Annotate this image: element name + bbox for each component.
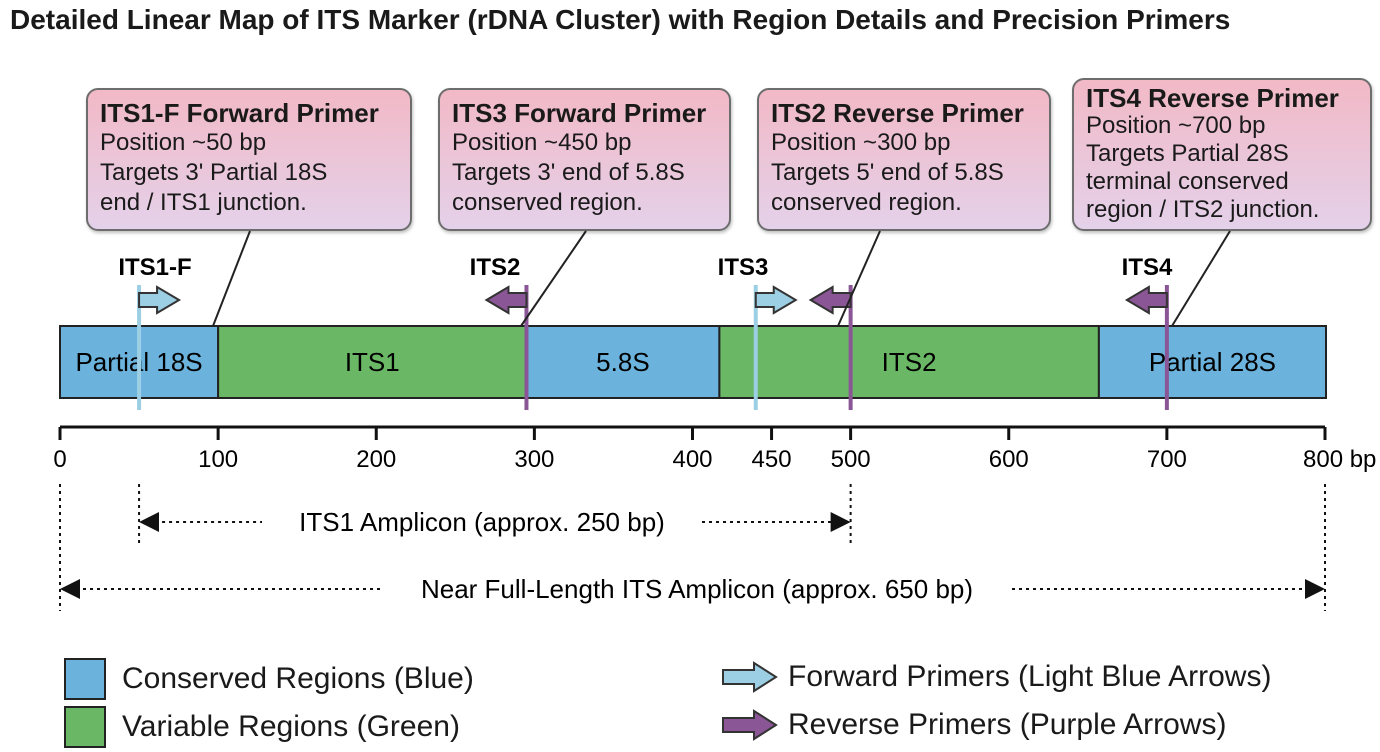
- region-label: Partial 28S: [1149, 347, 1276, 377]
- legend-forward-label: Forward Primers (Light Blue Arrows): [788, 660, 1272, 693]
- callout-its2-line: Targets 5' end of 5.8S: [771, 159, 1004, 186]
- amplicon-label: ITS1 Amplicon (approx. 250 bp): [299, 507, 665, 537]
- legend-reverse: Reverse Primers (Purple Arrows): [720, 708, 1226, 742]
- callout-its3-line: Targets 3' end of 5.8S: [452, 159, 685, 186]
- callout-its1f-line: Targets 3' Partial 18S: [100, 159, 328, 186]
- callout-its4-line: Targets Partial 28S: [1086, 140, 1289, 167]
- axis-tick-label: 800 bp: [1303, 446, 1376, 473]
- callout-its2-line: conserved region.: [771, 189, 962, 216]
- primer-label: ITS1-F: [118, 254, 191, 281]
- callout-leader-line: [520, 230, 587, 327]
- callout-its4-line: Position ~700 bp: [1086, 112, 1266, 139]
- forward-arrow-icon: [754, 285, 798, 315]
- callout-leader-line: [837, 230, 881, 327]
- amplicon-label: Near Full-Length ITS Amplicon (approx. 6…: [421, 574, 973, 604]
- region-block: [1097, 325, 1327, 399]
- axis-tick-label: 0: [53, 446, 66, 473]
- legend-reverse-label: Reverse Primers (Purple Arrows): [788, 708, 1227, 741]
- forward-arrow-icon: [138, 285, 182, 315]
- callout-its1f: ITS1-F Forward Primer Position ~50 bp Ta…: [86, 88, 412, 231]
- callout-leader-line: [212, 230, 251, 327]
- legend-conserved-swatch: [64, 658, 106, 700]
- callout-its1f-line: Position ~50 bp: [100, 129, 267, 156]
- axis-tick-label: 400: [672, 446, 712, 473]
- region-label: ITS1: [345, 347, 400, 377]
- callout-its3-head: ITS3 Forward Primer: [452, 98, 707, 128]
- region-label: ITS2: [882, 347, 937, 377]
- legend-variable-label: Variable Regions (Green): [122, 710, 460, 743]
- legend-conserved: Conserved Regions (Blue): [64, 658, 474, 700]
- callout-its2-head: ITS2 Reverse Primer: [771, 98, 1024, 128]
- callout-its2: ITS2 Reverse Primer Position ~300 bp Tar…: [757, 88, 1051, 231]
- legend-forward: Forward Primers (Light Blue Arrows): [720, 660, 1271, 694]
- callout-its4: ITS4 Reverse Primer Position ~700 bp Tar…: [1072, 78, 1372, 231]
- callout-leader-line: [1171, 230, 1231, 327]
- callout-its3: ITS3 Forward Primer Position ~450 bp Tar…: [438, 88, 731, 231]
- callout-its1f-line: end / ITS1 junction.: [100, 189, 307, 216]
- callout-its4-line: region / ITS2 junction.: [1086, 196, 1320, 223]
- axis-tick-label: 300: [514, 446, 554, 473]
- forward-arrow-icon: [722, 661, 778, 693]
- primer-label: ITS2: [470, 254, 521, 281]
- callout-its3-line: Position ~450 bp: [452, 129, 632, 156]
- legend-conserved-label: Conserved Regions (Blue): [122, 662, 474, 695]
- reverse-arrow-icon: [722, 709, 778, 741]
- primer-label: ITS4: [1122, 254, 1173, 281]
- axis-tick-label: 450: [752, 446, 792, 473]
- callout-its3-line: conserved region.: [452, 189, 643, 216]
- reverse-arrow-icon: [1124, 285, 1168, 315]
- region-block: [718, 325, 1100, 399]
- callout-its4-line: terminal conserved: [1086, 168, 1289, 195]
- axis-tick-label: 200: [356, 446, 396, 473]
- primer-label: ITS3: [718, 254, 769, 281]
- reverse-arrow-icon: [484, 285, 528, 315]
- axis-tick-label: 500: [831, 446, 871, 473]
- axis-tick-label: 100: [198, 446, 238, 473]
- reverse-arrow-icon: [808, 285, 852, 315]
- region-label: 5.8S: [596, 347, 650, 377]
- callout-its1f-head: ITS1-F Forward Primer: [100, 98, 379, 128]
- axis-tick-label: 600: [989, 446, 1029, 473]
- legend-variable: Variable Regions (Green): [64, 706, 460, 748]
- region-block: [217, 325, 528, 399]
- page-title: Detailed Linear Map of ITS Marker (rDNA …: [10, 4, 1231, 35]
- axis-tick-label: 700: [1147, 446, 1187, 473]
- region-block: [525, 325, 721, 399]
- callout-its4-head: ITS4 Reverse Primer: [1086, 83, 1339, 113]
- legend-variable-swatch: [64, 706, 106, 748]
- callout-its2-line: Position ~300 bp: [771, 129, 951, 156]
